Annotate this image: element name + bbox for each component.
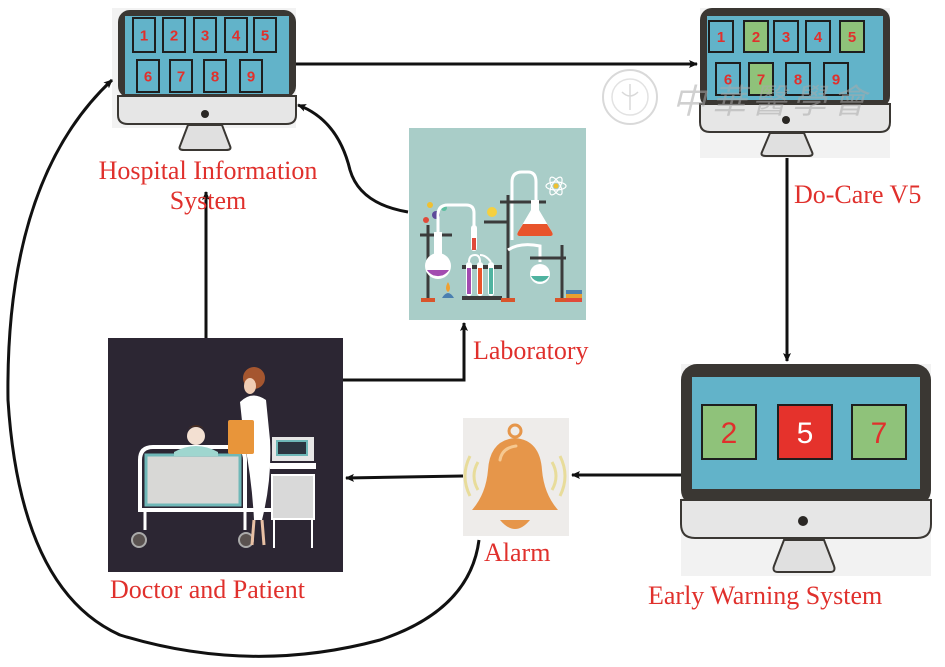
flow-arrows: [6, 60, 791, 658]
docare-tile: 5: [839, 20, 865, 53]
tile-number: 7: [757, 71, 765, 88]
tile-number: 8: [211, 68, 219, 85]
arrow-doctor-to-lab: [343, 322, 468, 382]
society-seal-icon: [602, 69, 658, 125]
his-tile: 2: [162, 17, 186, 53]
his-tile: 3: [193, 17, 217, 53]
tile-number: 5: [261, 27, 269, 44]
ews-tile: 7: [851, 404, 907, 460]
his-label-line2: System: [169, 186, 247, 215]
docare-tile: 7: [748, 62, 774, 96]
his-tile: 7: [169, 59, 193, 93]
tile-number: 2: [170, 27, 178, 44]
bell-icon: [463, 418, 569, 536]
his-label: Hospital Information System: [68, 156, 348, 216]
his-tile: 5: [253, 17, 277, 53]
tile-number: 8: [794, 71, 802, 88]
tile-number: 9: [832, 71, 840, 88]
docare-tile: 4: [805, 20, 831, 53]
tile-number: 9: [247, 68, 255, 85]
his-label-line1: Hospital Information: [98, 156, 318, 185]
his-tile: 4: [224, 17, 248, 53]
tile-number: 3: [201, 27, 209, 44]
docare-tile: 2: [743, 20, 769, 53]
doctor-patient-label: Doctor and Patient: [110, 575, 305, 604]
his-monitor-icon: 1 2 3 4 5 6 7 8 9: [112, 8, 297, 151]
his-tile: 1: [132, 17, 156, 53]
laboratory-label: Laboratory: [473, 336, 589, 365]
watermark-text: 中華醫學會: [672, 82, 872, 122]
tile-number: 2: [752, 29, 760, 46]
arrow-alarm-to-doctor: [345, 473, 464, 482]
docare-label: Do-Care V5: [794, 180, 922, 209]
tile-number: 3: [782, 29, 790, 46]
tile-number: 2: [721, 417, 738, 450]
lab-equipment-icon: [409, 128, 586, 320]
arrow-alarm-to-his: [6, 78, 481, 658]
doctor-patient-icon: [108, 338, 343, 572]
tile-number: 1: [140, 27, 148, 44]
docare-monitor-icon: 1 2 3 4 5 6 7 8 9: [699, 8, 891, 158]
docare-tile: 8: [785, 62, 811, 96]
alarm-label: Alarm: [484, 538, 551, 567]
his-tile: 6: [136, 59, 160, 93]
ews-label: Early Warning System: [648, 581, 883, 610]
tile-number: 5: [797, 417, 814, 450]
tile-number: 4: [814, 29, 823, 46]
docare-tile: 3: [773, 20, 799, 53]
tile-number: 7: [177, 68, 185, 85]
tile-number: 1: [717, 29, 725, 46]
tile-number: 4: [232, 27, 241, 44]
arrow-lab-to-his: [297, 103, 409, 214]
ews-tile: 2: [701, 404, 757, 460]
docare-tile: 9: [823, 62, 849, 96]
docare-tile: 1: [708, 20, 734, 53]
ews-tile: 5: [777, 404, 833, 460]
ews-monitor-icon: 2 5 7: [680, 364, 932, 576]
his-tile: 9: [239, 59, 263, 93]
his-tile: 8: [203, 59, 227, 93]
tile-number: 6: [724, 71, 732, 88]
tile-number: 7: [871, 417, 888, 450]
tile-number: 5: [848, 29, 856, 46]
tile-number: 6: [144, 68, 152, 85]
docare-tile: 6: [715, 62, 741, 96]
